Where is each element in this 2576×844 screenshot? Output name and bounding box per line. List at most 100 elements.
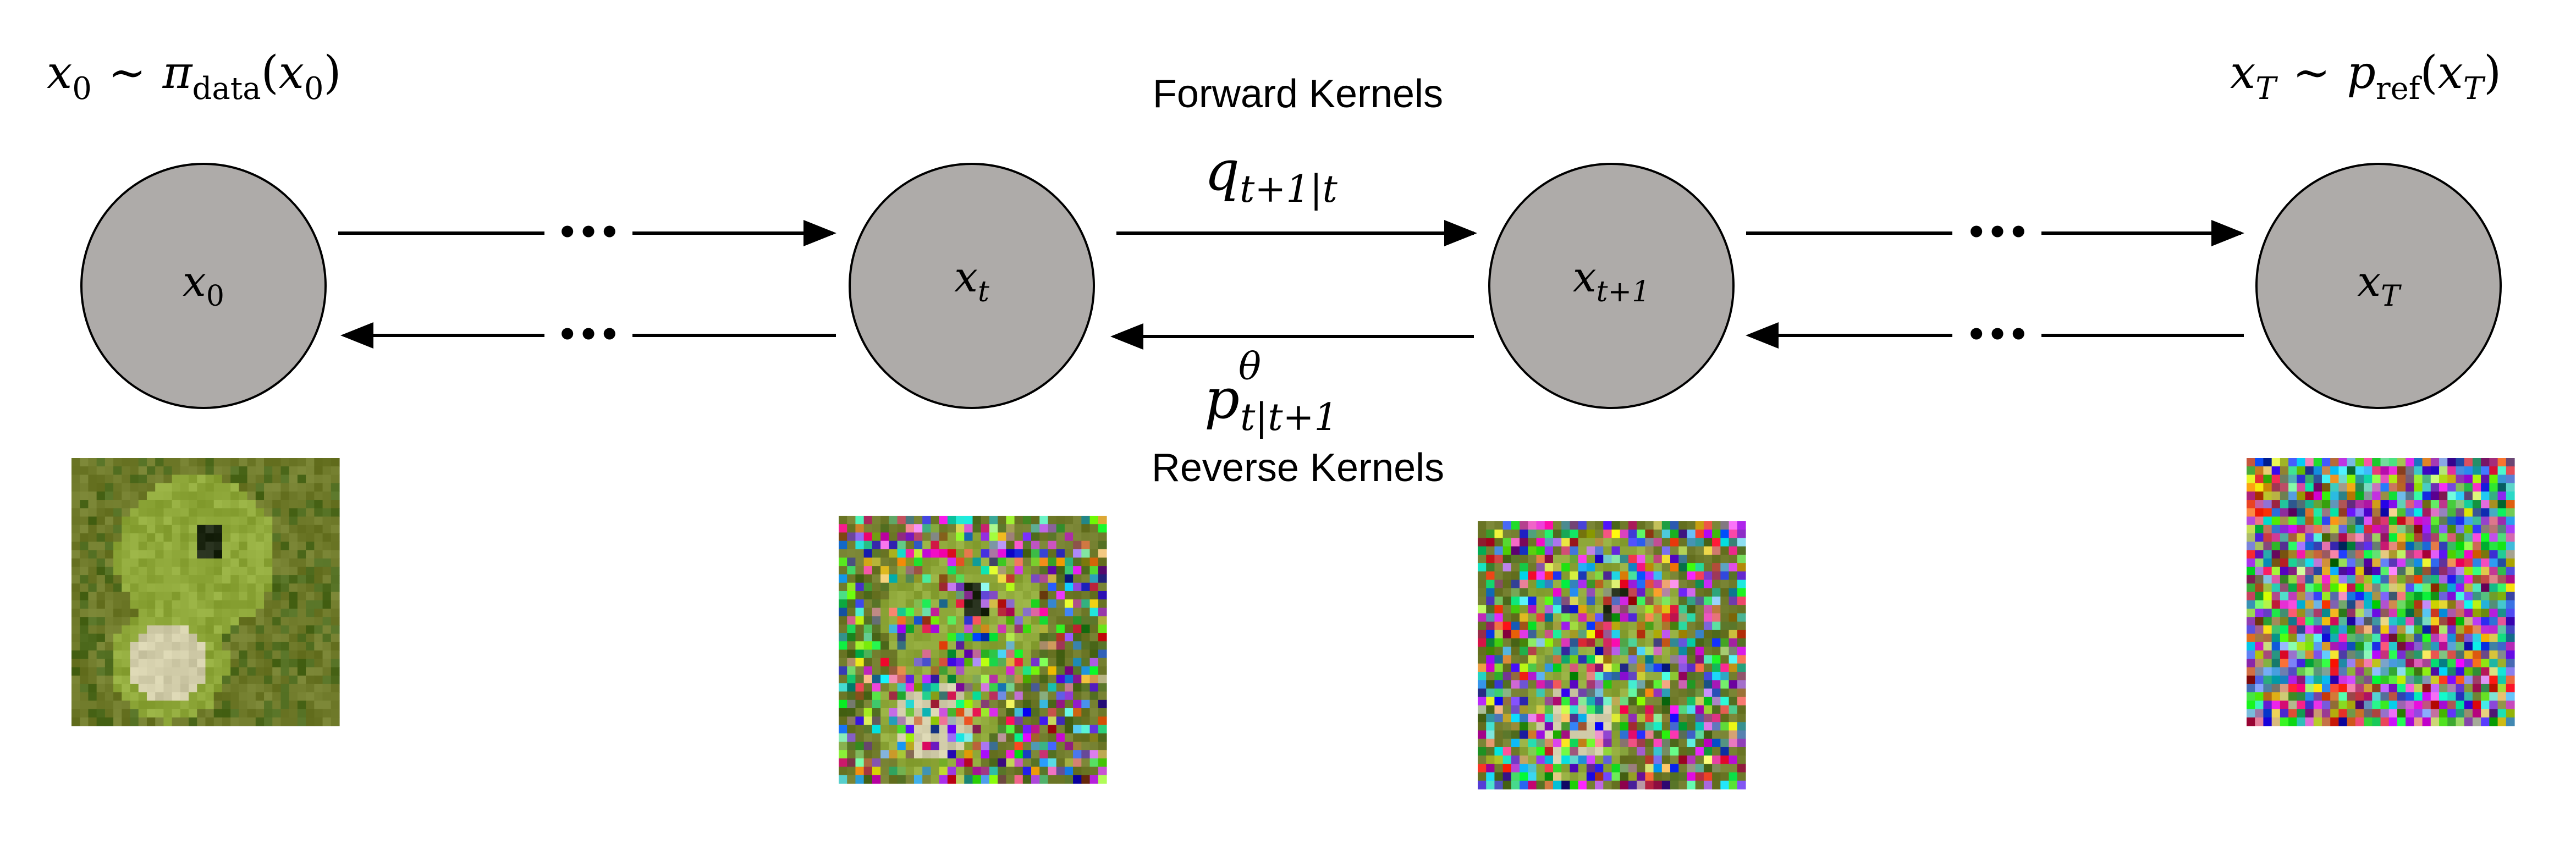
- image-pixel: [113, 583, 122, 593]
- image-pixel: [847, 540, 856, 550]
- image-pixel: [889, 624, 898, 633]
- image-pixel: [71, 533, 80, 542]
- image-pixel: [1670, 554, 1679, 564]
- image-pixel: [2481, 533, 2490, 542]
- image-pixel: [913, 766, 923, 776]
- image-pixel: [80, 700, 89, 710]
- image-pixel: [1720, 671, 1730, 681]
- image-pixel: [1729, 605, 1738, 614]
- image-pixel: [239, 617, 248, 626]
- image-pixel: [1586, 605, 1595, 614]
- image-pixel: [180, 592, 189, 601]
- image-pixel: [847, 683, 856, 692]
- image-pixel: [88, 458, 97, 467]
- image-pixel: [2330, 717, 2340, 726]
- image-pixel: [1536, 738, 1545, 748]
- image-pixel: [247, 692, 256, 701]
- image-pixel: [1603, 613, 1612, 622]
- image-pixel: [1520, 580, 1528, 589]
- image-pixel: [1544, 521, 1554, 530]
- image-pixel: [1637, 705, 1645, 714]
- image-pixel: [1511, 563, 1520, 572]
- image-pixel: [2497, 692, 2507, 701]
- image-pixel: [2397, 575, 2406, 584]
- image-pixel: [1494, 571, 1504, 581]
- image-pixel: [113, 642, 122, 651]
- image-pixel: [905, 558, 915, 566]
- image-pixel: [2297, 500, 2306, 509]
- image-pixel: [247, 717, 256, 726]
- image-pixel: [1528, 738, 1537, 748]
- image-pixel: [1553, 563, 1562, 572]
- image-pixel: [2271, 458, 2281, 467]
- image-pixel: [2280, 650, 2289, 659]
- image-pixel: [1586, 655, 1595, 664]
- image-pixel: [1603, 538, 1612, 547]
- image-pixel: [897, 758, 906, 768]
- image-pixel: [197, 458, 206, 467]
- image-pixel: [2414, 675, 2423, 685]
- image-pixel: [964, 658, 973, 667]
- image-pixel: [1645, 688, 1654, 698]
- image-pixel: [180, 550, 189, 559]
- image-pixel: [1586, 688, 1595, 698]
- image-pixel: [1653, 722, 1663, 731]
- image-pixel: [1064, 574, 1074, 583]
- image-pixel: [314, 692, 323, 701]
- image-pixel: [2472, 533, 2481, 542]
- image-pixel: [880, 716, 889, 726]
- image-pixel: [897, 675, 906, 683]
- image-pixel: [297, 575, 306, 584]
- image-pixel: [998, 691, 1006, 700]
- image-pixel: [847, 775, 856, 784]
- image-pixel: [289, 683, 298, 693]
- image-pixel: [205, 700, 214, 710]
- image-pixel: [247, 542, 256, 551]
- image-pixel: [2297, 508, 2306, 517]
- image-pixel: [889, 658, 898, 667]
- image-pixel: [289, 466, 298, 476]
- image-pixel: [189, 575, 197, 584]
- image-pixel: [880, 549, 889, 558]
- image-pixel: [88, 625, 97, 635]
- image-pixel: [847, 591, 856, 600]
- image-pixel: [1544, 588, 1554, 597]
- image-pixel: [2380, 633, 2390, 643]
- image-pixel: [2305, 667, 2314, 676]
- image-pixel: [2280, 466, 2289, 476]
- image-pixel: [1578, 580, 1587, 589]
- image-pixel: [2414, 508, 2423, 517]
- image-pixel: [2430, 542, 2440, 551]
- image-pixel: [1561, 663, 1571, 672]
- image-pixel: [2422, 608, 2431, 617]
- image-pixel: [272, 583, 282, 593]
- image-pixel: [998, 675, 1006, 683]
- image-pixel: [1637, 596, 1645, 605]
- image-pixel: [1073, 624, 1082, 633]
- image-pixel: [297, 675, 306, 685]
- image-pixel: [2313, 583, 2322, 593]
- image-pixel: [1511, 554, 1520, 564]
- image-pixel: [2313, 475, 2322, 484]
- image-pixel: [1022, 532, 1032, 542]
- image-pixel: [1544, 580, 1554, 589]
- image-pixel: [96, 675, 106, 685]
- image-pixel: [1048, 741, 1057, 751]
- image-pixel: [2464, 659, 2473, 668]
- image-pixel: [306, 483, 315, 492]
- image-pixel: [1637, 755, 1645, 764]
- image-pixel: [230, 650, 239, 659]
- image-pixel: [2347, 458, 2356, 467]
- image-pixel: [280, 675, 290, 685]
- image-pixel: [897, 532, 906, 542]
- image-pixel: [855, 675, 865, 683]
- image-pixel: [113, 659, 122, 668]
- image-pixel: [947, 683, 956, 692]
- image-pixel: [2464, 466, 2473, 476]
- image-pixel: [1056, 624, 1065, 633]
- image-pixel: [1089, 691, 1099, 700]
- image-pixel: [189, 491, 197, 500]
- image-pixel: [2439, 633, 2448, 643]
- image-pixel: [180, 667, 189, 676]
- image-pixel: [239, 542, 248, 551]
